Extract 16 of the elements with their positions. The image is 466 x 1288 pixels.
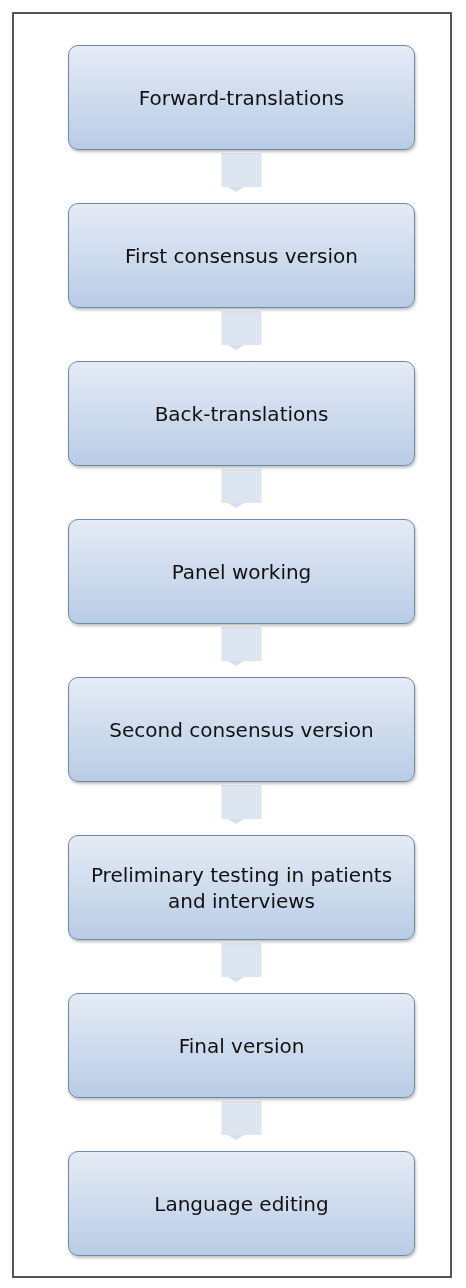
step-label: Panel working xyxy=(171,558,312,585)
process-box xyxy=(68,1151,415,1256)
process-box xyxy=(68,835,415,940)
step-label: Language editing xyxy=(154,1190,329,1217)
step-label: Preliminary testing in patients and interviews xyxy=(89,861,394,914)
process-box xyxy=(68,203,415,308)
process-box xyxy=(68,361,415,466)
step-label: Forward-translations xyxy=(138,84,345,111)
step-label: First consensus version xyxy=(125,242,358,269)
step-label: Back-translations xyxy=(154,400,329,427)
process-box xyxy=(68,519,415,624)
step-label: Final version xyxy=(178,1032,305,1059)
process-box xyxy=(68,677,415,782)
process-box xyxy=(68,993,415,1098)
process-box xyxy=(68,45,415,150)
step-label: Second consensus version xyxy=(109,716,374,743)
